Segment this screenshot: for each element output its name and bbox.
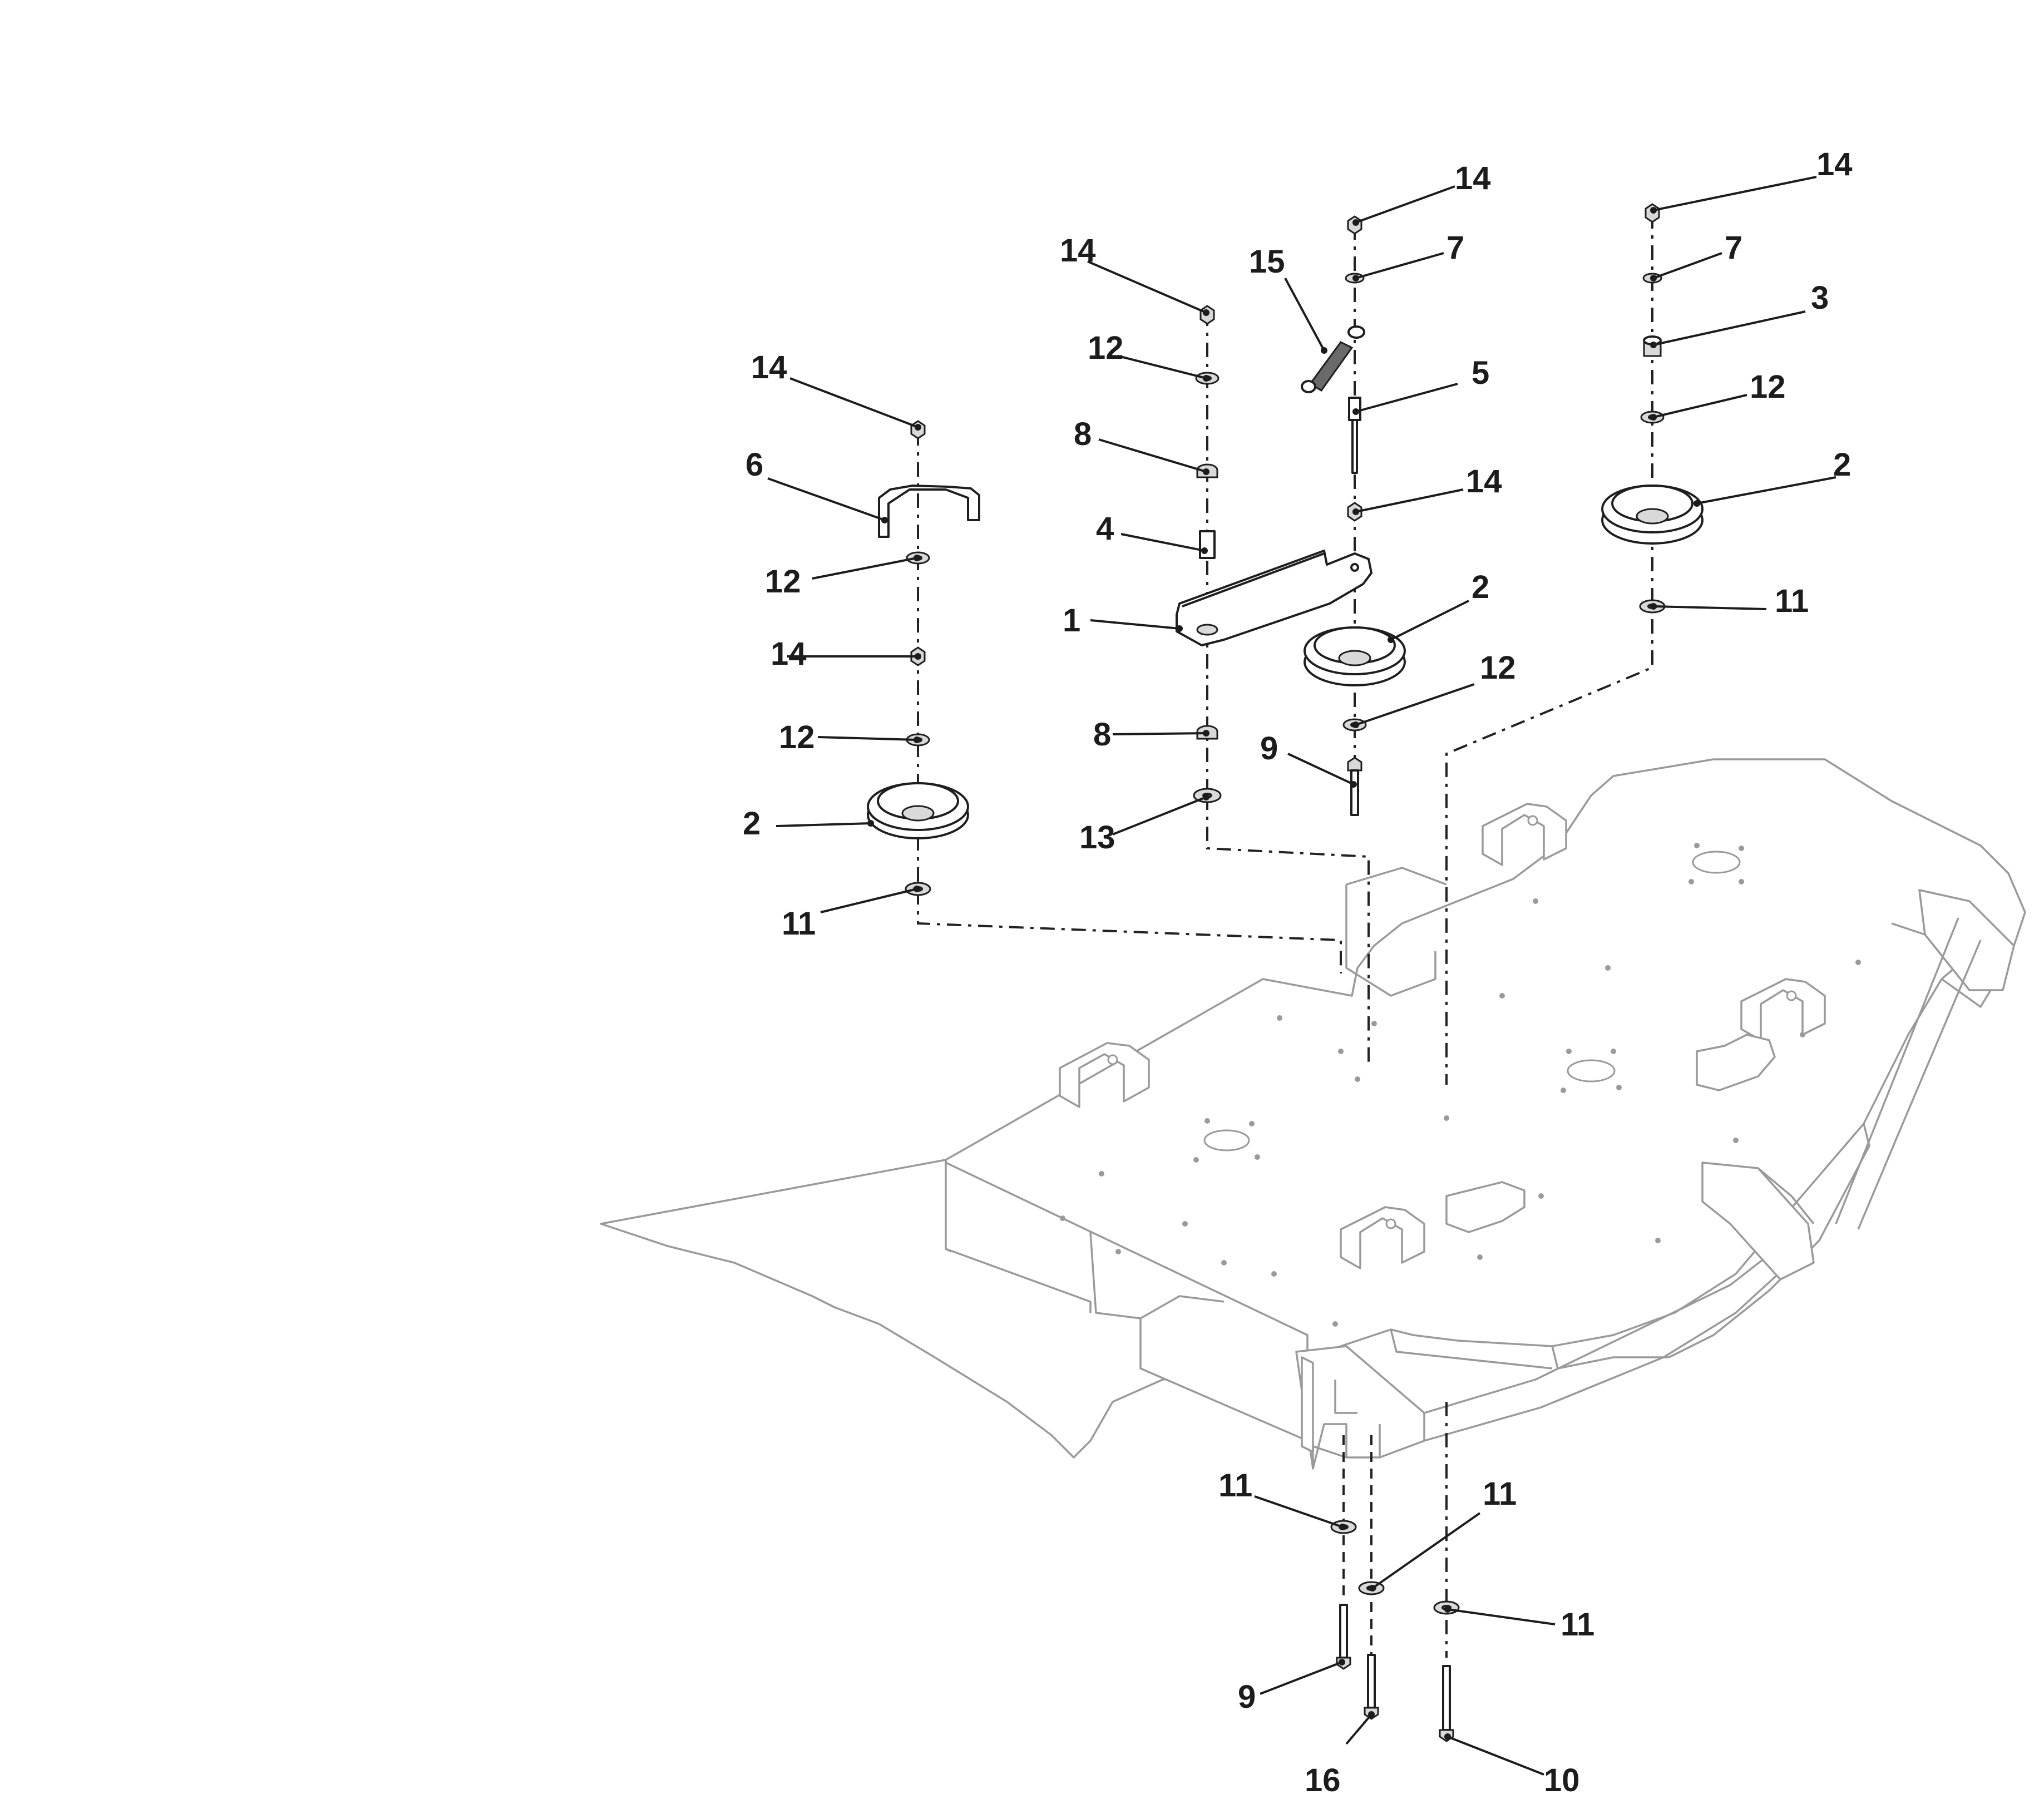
mower-deck	[600, 758, 2026, 1470]
callout-number: 14	[751, 349, 787, 385]
callout-number: 5	[1472, 355, 1489, 391]
callout-number: 14	[1466, 463, 1502, 500]
callout-number: 14	[1060, 233, 1096, 269]
callout-number: 4	[1096, 511, 1114, 547]
callout-number: 12	[765, 564, 801, 600]
callout-number: 14	[1816, 146, 1853, 182]
callout-number: 8	[1093, 716, 1111, 753]
callout-number: 9	[1260, 730, 1278, 767]
callout-number: 1	[1063, 602, 1080, 639]
extension-spring	[1301, 325, 1365, 393]
hex-bolt	[1364, 1654, 1379, 1720]
idler-bracket	[878, 485, 980, 538]
callout-number: 8	[1074, 416, 1092, 452]
idler-pulley	[867, 782, 969, 839]
callout-number: 11	[1483, 1476, 1517, 1512]
callout-number: 7	[1446, 230, 1464, 266]
callout-number: 11	[1775, 583, 1809, 619]
callout-number: 2	[1472, 569, 1489, 605]
callout-number: 11	[782, 906, 816, 942]
callout-number: 10	[1544, 1762, 1580, 1798]
callout-number: 11	[1561, 1607, 1594, 1643]
callout-number: 9	[1238, 1679, 1256, 1715]
callout-number: 12	[1088, 330, 1124, 366]
callout-number: 12	[779, 719, 815, 755]
callout-number: 15	[1249, 244, 1285, 280]
spacer	[1199, 530, 1216, 559]
callout-number: 14	[1455, 160, 1491, 196]
hex-bolt	[1336, 1604, 1351, 1670]
callout-number: 16	[1305, 1762, 1341, 1798]
callout-number: 3	[1811, 280, 1829, 316]
idler-pulley	[1304, 626, 1406, 686]
callout-number: 2	[1833, 447, 1851, 483]
callout-number: 6	[745, 447, 763, 483]
idler-pulley	[1601, 485, 1704, 545]
leader-lines	[767, 176, 1836, 1776]
idler-arm	[1176, 550, 1372, 646]
callout-number: 14	[771, 636, 807, 672]
callout-number: 11	[1218, 1467, 1252, 1504]
callout-number: 7	[1725, 230, 1742, 266]
callout-number: 13	[1079, 819, 1115, 856]
callouts: 14 14 14 14 14 14 15 7 7 12 12 12 12 12 …	[743, 146, 1853, 1798]
callout-number: 12	[1480, 650, 1516, 686]
callout-number: 12	[1750, 369, 1786, 405]
hex-bolt	[1439, 1665, 1454, 1742]
callout-number: 2	[743, 805, 761, 842]
